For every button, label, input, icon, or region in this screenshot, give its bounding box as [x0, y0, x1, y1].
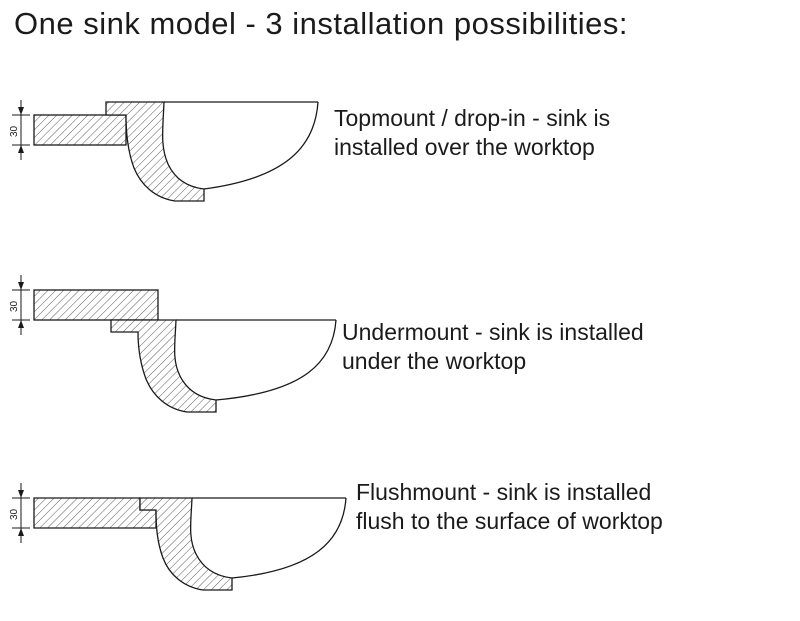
- dim-arrow-top: [18, 107, 24, 115]
- dimension-value: 30: [9, 300, 20, 312]
- caption-line: flush to the surface of worktop: [356, 507, 663, 534]
- sink-wall-section: [110, 319, 217, 413]
- dimension-30: 30: [9, 483, 30, 543]
- bowl-arc: [231, 497, 347, 579]
- dim-arrow-bottom: [18, 145, 24, 153]
- caption-line: installed over the worktop: [334, 133, 595, 160]
- dim-arrow-top: [18, 490, 24, 498]
- undermount-drawing: 30: [9, 275, 337, 413]
- bowl-arc: [215, 319, 337, 401]
- worktop-section: [33, 289, 159, 321]
- bowl-arc: [203, 101, 319, 190]
- dimension-value: 30: [9, 508, 20, 520]
- dimension-30: 30: [9, 275, 30, 335]
- dim-arrow-bottom: [18, 528, 24, 536]
- caption-line: Undermount - sink is installed: [342, 319, 644, 345]
- worktop-section: [33, 114, 127, 146]
- undermount-caption: Undermount - sink is installed under the…: [342, 318, 644, 376]
- sink-wall-section: [105, 101, 205, 202]
- page-title: One sink model - 3 installation possibil…: [14, 6, 628, 41]
- dim-arrow-bottom: [18, 320, 24, 328]
- dimension-30: 30: [9, 100, 30, 160]
- caption-line: Flushmount - sink is installed: [356, 479, 652, 505]
- dimension-value: 30: [9, 125, 20, 137]
- topmount-caption: Topmount / drop-in - sink is installed o…: [334, 104, 610, 162]
- sink-wall-section: [139, 497, 233, 591]
- dim-arrow-top: [18, 282, 24, 290]
- caption-line: Topmount / drop-in - sink is: [334, 105, 611, 131]
- flushmount-caption: Flushmount - sink is installed flush to …: [356, 478, 663, 536]
- worktop-section: [33, 497, 157, 529]
- flushmount-drawing: 30: [9, 483, 347, 591]
- caption-line: under the worktop: [342, 347, 527, 374]
- topmount-drawing: 30: [9, 100, 319, 202]
